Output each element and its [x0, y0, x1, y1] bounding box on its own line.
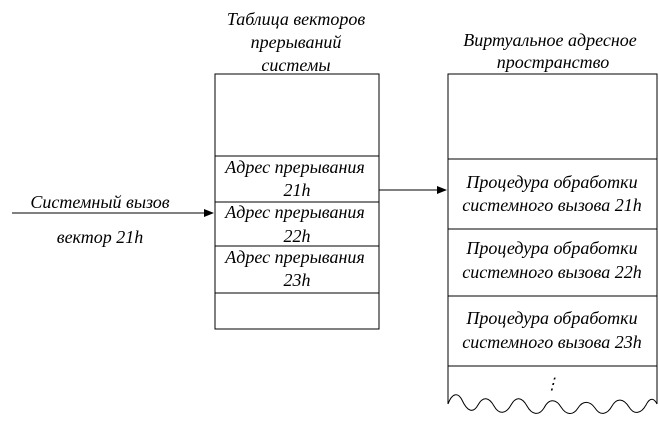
- table-entry-22h-line-1: Адрес прерывания: [224, 202, 365, 222]
- space-handler-21h-line-1: Процедура обработки: [465, 172, 637, 192]
- interrupt-vector-table: [214, 73, 380, 330]
- table-title-line-3: системы: [261, 55, 330, 75]
- table-entry-21h-line-2: 21h: [284, 180, 311, 200]
- space-title-line-1: Виртуальное адресное: [463, 30, 637, 50]
- table-entry-23h-line-1: Адрес прерывания: [224, 247, 365, 267]
- table-entry-21h-line-1: Адрес прерывания: [224, 157, 365, 177]
- system-call-vector: вектор 21h: [57, 227, 143, 247]
- space-cell-empty-top: [447, 73, 658, 160]
- space-cell-handler-23h: [447, 295, 658, 367]
- space-handler-22h-line-2: системного вызова 22h: [462, 262, 641, 282]
- space-cell-handler-21h: [447, 158, 658, 230]
- space-handler-23h-line-2: системного вызова 23h: [462, 332, 641, 352]
- space-handler-22h-line-1: Процедура обработки: [465, 238, 637, 258]
- space-open-region: [447, 366, 658, 404]
- system-call-label: Системный вызов: [30, 192, 169, 212]
- table-cell-empty-top: [214, 73, 380, 157]
- space-ellipsis: ⋮: [544, 376, 560, 393]
- table-entry-23h-line-2: 23h: [284, 270, 311, 290]
- virtual-address-space: [447, 73, 658, 414]
- table-title-line-1: Таблица векторов: [227, 9, 366, 29]
- space-handler-23h-line-1: Процедура обработки: [465, 308, 637, 328]
- table-title-line-2: прерываний: [251, 32, 342, 52]
- table-entry-22h-line-2: 22h: [284, 226, 311, 246]
- wavy-edge: [447, 394, 658, 414]
- table-cell-empty-bottom: [214, 292, 380, 330]
- space-handler-21h-line-2: системного вызова 21h: [462, 195, 641, 215]
- space-title-line-2: пространство: [497, 52, 609, 72]
